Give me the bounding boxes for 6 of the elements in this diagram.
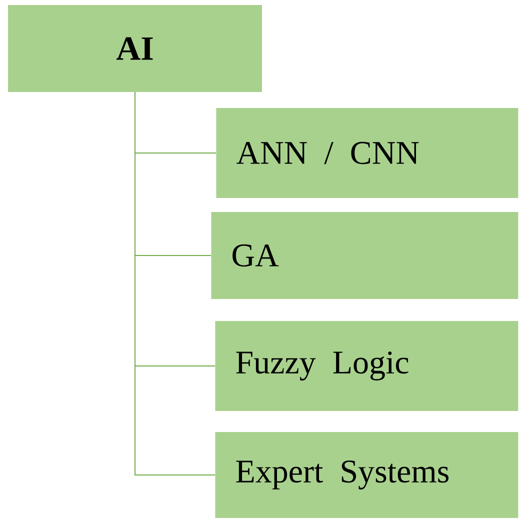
category-box: Fuzzy Logic — [215, 320, 518, 411]
connector-line — [134, 92, 216, 476]
category-box: AI — [8, 5, 262, 92]
category-box: Expert Systems — [215, 432, 518, 518]
category-box: ANN / CNN — [216, 108, 518, 198]
category-box: GA — [211, 212, 518, 299]
